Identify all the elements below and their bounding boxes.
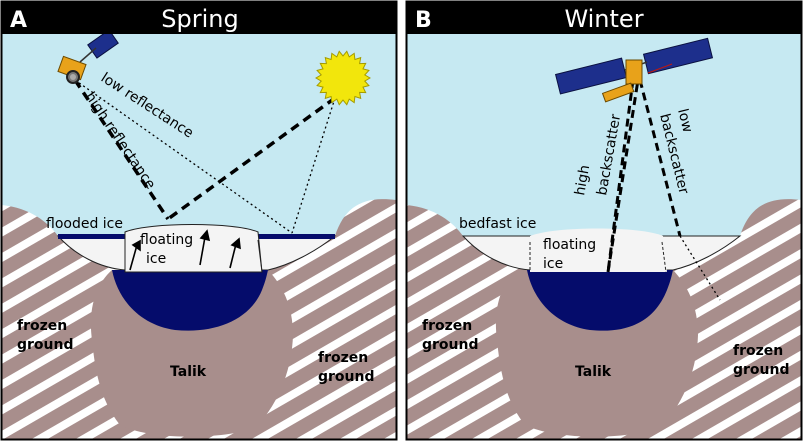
optical-satellite-icon [57,29,119,84]
high-backscatter-label-line1: high [572,164,593,197]
frozen-ground-right-line1: frozen [733,343,783,359]
bedfast-ice-label: bedfast ice [459,216,536,232]
panel-header [2,2,396,34]
floating-ice-label-line1: floating [140,232,193,248]
floating-ice-label-line1: floating [543,237,596,253]
upward-arrows [129,229,241,271]
lake-water [112,270,268,331]
frozen-ground-right-line2: ground [318,369,375,385]
floating-ice-label-line2: ice [543,256,563,272]
panel-spring: high reflectance low reflectance flooded… [2,2,396,439]
sun-beam-to-water [291,97,336,234]
high-backscatter-beam-up [606,79,640,273]
frozen-ground-right-line2: ground [733,362,790,378]
sun-beam-to-ice [166,96,337,221]
talik-label: Talik [575,364,612,380]
frozen-ground-left-line2: ground [17,337,74,353]
low-reflectance-beam [74,79,293,234]
flooded-ice-label: flooded ice [46,216,123,232]
talik-label: Talik [170,364,207,380]
panel-header [407,2,801,34]
high-reflectance-beam [73,79,170,220]
floating-ice-block [530,228,667,272]
panel-winter: high backscatter low backscatter bedfast… [407,2,801,439]
low-backscatter-label-line1: low [674,107,695,134]
frozen-ground-left-line1: frozen [17,318,67,334]
frozen-ground-left-line1: frozen [422,318,472,334]
panel-title: Spring [161,5,238,33]
floating-ice-block [124,224,263,273]
low-backscatter-beam [638,79,682,237]
radar-satellite-icon [554,37,714,103]
panel-title: Winter [564,5,643,33]
sun-icon [315,50,371,106]
frozen-ground-right-line1: frozen [318,350,368,366]
lake-water [527,270,673,331]
panel-letter: B [415,8,432,33]
panel-letter: A [10,8,27,33]
floating-ice-label-line2: ice [146,251,166,267]
frozen-ground-left-line2: ground [422,337,479,353]
